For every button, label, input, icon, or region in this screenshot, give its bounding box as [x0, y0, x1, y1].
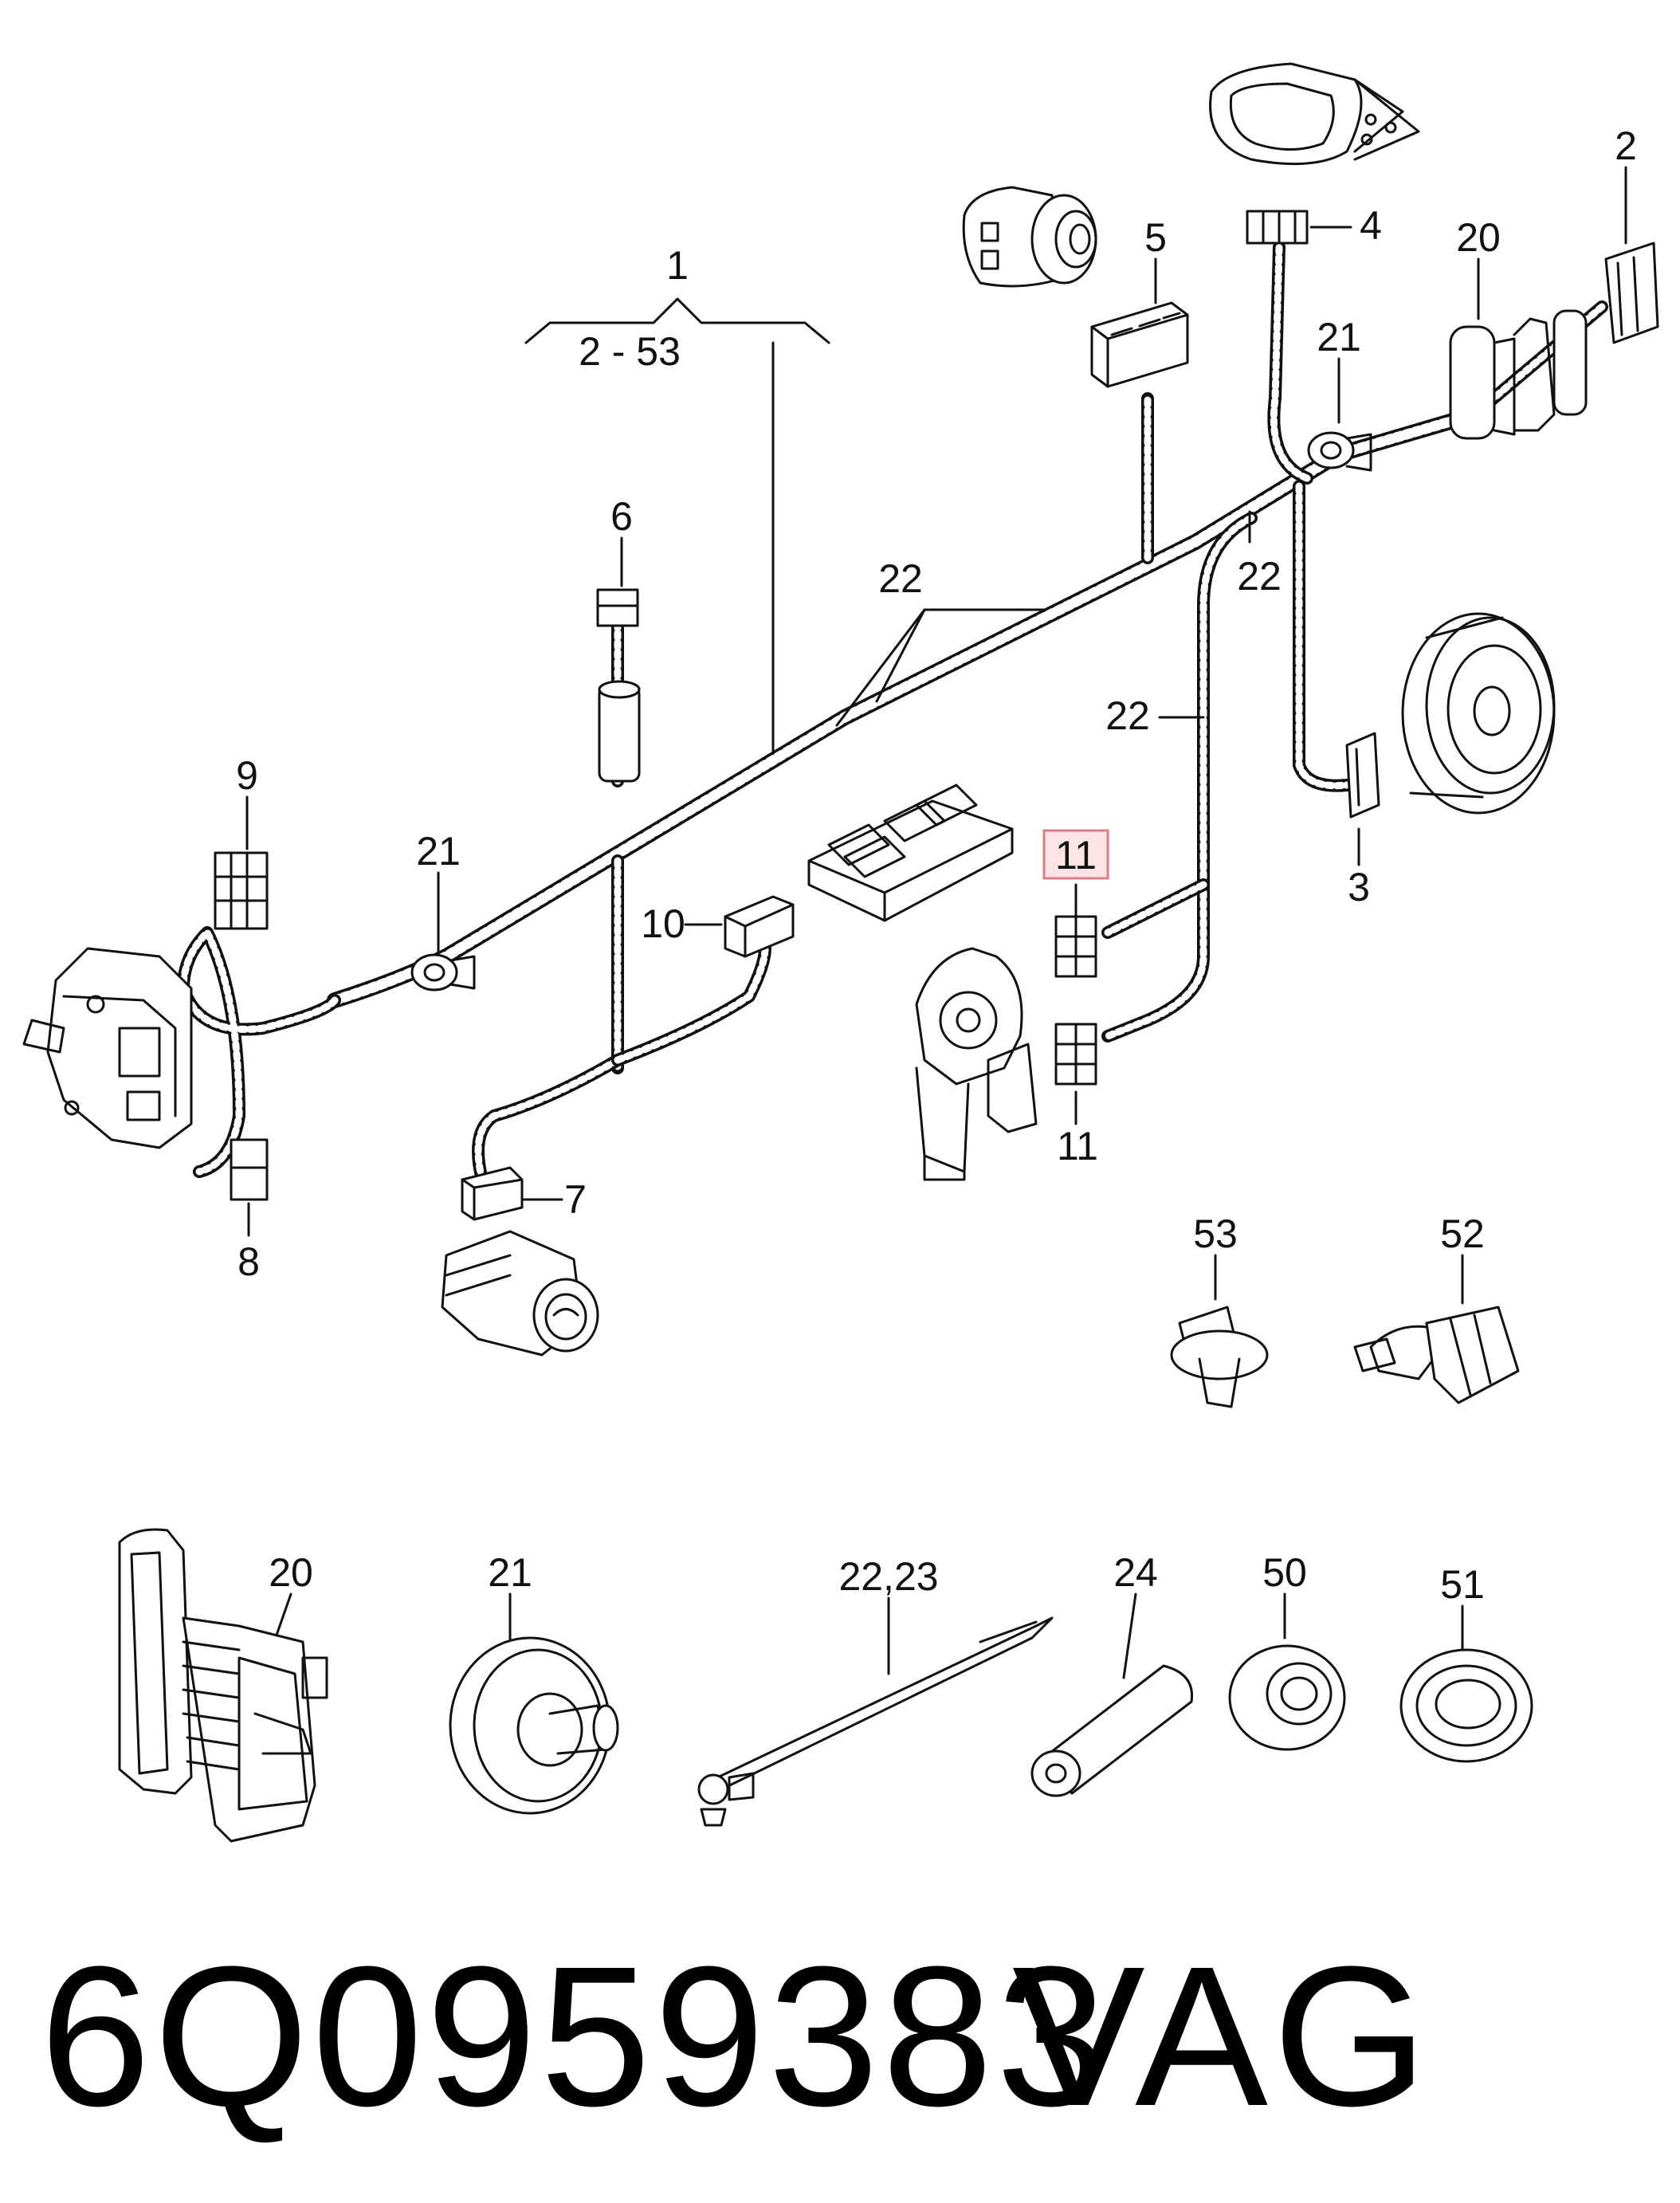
trunk-release-switch [441, 1230, 599, 1357]
leader-lines [245, 166, 1627, 1679]
callout-20-top: 20 [1456, 215, 1501, 260]
callout-21-bottom: 21 [488, 1550, 532, 1595]
callout-22-mid: 22 [1105, 693, 1150, 738]
callout-24: 24 [1113, 1550, 1158, 1595]
connector-7 [461, 1166, 524, 1221]
grommet-21-left [410, 953, 476, 992]
callout-7: 7 [564, 1177, 587, 1222]
callout-11-highlighted: 11 [1055, 833, 1097, 878]
callout-52: 52 [1440, 1211, 1485, 1256]
wiring-harness [177, 241, 1608, 1186]
callout-3: 3 [1348, 865, 1370, 909]
door-lock [22, 947, 193, 1149]
callout-2: 2 [1615, 124, 1637, 168]
connector-10 [724, 895, 795, 958]
grommet-21-bottom [449, 1636, 619, 1815]
highlight-box [1042, 829, 1109, 880]
callout-5: 5 [1144, 215, 1167, 260]
connector-3 [1345, 732, 1380, 819]
mirror-component [1209, 62, 1420, 166]
connector-2 [1604, 242, 1659, 344]
callout-22-23: 22,23 [838, 1554, 938, 1599]
grommet-21-top [1307, 431, 1372, 472]
connector-8 [230, 1138, 269, 1201]
tube-sleeve [1030, 1664, 1194, 1797]
cable-tie [697, 1616, 1054, 1827]
grommet-20-top [1449, 309, 1588, 440]
callout-1: 1 [666, 243, 689, 288]
protective-sleeve [598, 680, 641, 783]
grommet-50 [1228, 1644, 1346, 1751]
callout-11-lower: 11 [1057, 1124, 1098, 1168]
connector-6 [596, 588, 639, 627]
connector-9 [214, 851, 269, 930]
window-motor [915, 947, 1038, 1181]
callout-21-left: 21 [416, 829, 461, 874]
callout-4: 4 [1360, 203, 1382, 248]
callout-21-top: 21 [1317, 315, 1361, 359]
cable-holder-52 [1353, 1306, 1520, 1404]
callout-labels: 1 2 - 53 2 3 4 5 6 7 8 9 10 11 11 20 21 … [236, 124, 1637, 1607]
clip-53 [1170, 1306, 1269, 1408]
callout-22-center: 22 [878, 556, 923, 601]
callout-1-range: 2 - 53 [579, 329, 681, 374]
push-switch-component [962, 186, 1097, 288]
connector-11-lower [1054, 1023, 1097, 1086]
callout-51: 51 [1440, 1562, 1485, 1607]
part-number: 6Q0959383 [40, 1925, 1110, 2147]
callout-9: 9 [236, 753, 258, 798]
window-switch-panel [807, 783, 1014, 922]
callout-6: 6 [610, 494, 633, 539]
connector-4 [1246, 210, 1309, 245]
brand-name: VAG [1012, 1925, 1433, 2147]
callout-10: 10 [641, 901, 685, 946]
callout-50: 50 [1262, 1550, 1307, 1595]
callout-22-right: 22 [1237, 554, 1282, 599]
connector-11-upper [1054, 915, 1097, 978]
speaker-component [1401, 612, 1556, 815]
connector-5 [1090, 301, 1189, 388]
callout-20-bottom: 20 [269, 1550, 313, 1595]
callout-8: 8 [237, 1239, 260, 1284]
grommet-51 [1399, 1648, 1533, 1763]
callout-53: 53 [1193, 1211, 1238, 1256]
grommet-20-bottom [118, 1528, 328, 1843]
